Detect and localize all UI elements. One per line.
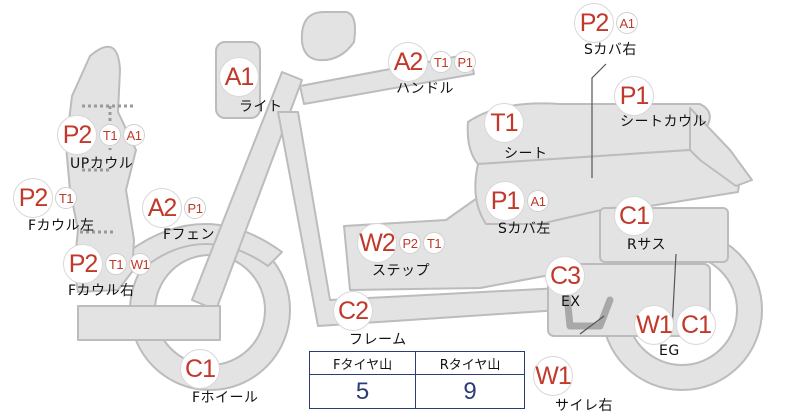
part-f-cowl-left-codes: P2 T1: [13, 178, 77, 218]
damage-code-badge: C1: [676, 305, 716, 345]
damage-code-badge: P1: [184, 197, 206, 219]
part-seat-codes: T1: [484, 103, 524, 143]
damage-code-badge: P1: [485, 181, 525, 221]
exhaust-leader: [579, 315, 605, 335]
part-handle-label: ハンドル: [396, 81, 454, 97]
damage-code-badge: C1: [180, 349, 220, 389]
mirror-shape: [300, 11, 356, 62]
part-light-label: ライト: [239, 99, 283, 115]
damage-code-badge: A1: [219, 57, 259, 97]
damage-code-badge: P2: [574, 3, 614, 43]
damage-code-badge: C3: [545, 256, 585, 296]
damage-code-badge: C2: [333, 291, 373, 331]
part-s-cover-right-label: Sカバ右: [584, 42, 637, 58]
front-lower-cowl-shape: [77, 305, 221, 341]
part-up-cowl-label: UPカウル: [70, 156, 134, 172]
damage-code-badge: P2: [57, 115, 97, 155]
damage-code-badge: P1: [454, 51, 476, 73]
part-f-cowl-right-label: Fカウル右: [68, 283, 135, 299]
part-seat-label: シート: [504, 146, 548, 162]
part-r-suspension-codes: C1: [614, 196, 654, 236]
seat-cowl-shape: [689, 107, 753, 187]
part-silencer-right-codes: W1: [533, 356, 573, 396]
part-step-codes: W2 P2 T1: [357, 223, 445, 263]
part-s-cover-left-codes: P1 A1: [485, 181, 549, 221]
part-s-cover-right-codes: P2 A1: [574, 3, 638, 43]
part-f-cowl-left-label: Fカウル左: [28, 218, 95, 234]
part-exhaust-codes: C3: [545, 256, 585, 296]
damage-code-badge: T1: [430, 51, 452, 73]
part-handle-codes: A2 T1 P1: [388, 42, 476, 82]
part-r-suspension-label: Rサス: [627, 237, 666, 253]
damage-code-badge: P2: [399, 232, 421, 254]
damage-code-badge: T1: [99, 124, 121, 146]
damage-code-badge: W1: [129, 253, 151, 275]
part-seat-cowl-codes: P1: [614, 76, 654, 116]
front-tire-tread-header: Fタイヤ山: [308, 351, 417, 375]
part-f-wheel-label: Fホイール: [192, 390, 259, 406]
damage-code-badge: T1: [105, 253, 127, 275]
damage-code-badge: W1: [634, 305, 674, 345]
damage-code-badge: P2: [13, 178, 53, 218]
s-cover-right-leader: [591, 63, 607, 178]
damage-code-badge: A1: [123, 124, 145, 146]
part-light-codes: A1: [219, 57, 259, 97]
tire-tread-table: Fタイヤ山 Rタイヤ山 5 9: [308, 351, 525, 409]
part-f-fender-label: Fフェン: [163, 227, 216, 243]
damage-code-badge: A1: [616, 12, 638, 34]
part-step-label: ステップ: [372, 263, 430, 279]
rear-tire-tread-header: Rタイヤ山: [415, 351, 525, 375]
exhaust-pipe: [562, 282, 614, 330]
front-tire-tread-value: 5: [308, 374, 417, 409]
damage-code-badge: T1: [423, 232, 445, 254]
part-up-cowl-codes: P2 T1 A1: [57, 115, 145, 155]
damage-code-badge: W1: [533, 356, 573, 396]
part-s-cover-left-label: Sカバ左: [498, 221, 551, 237]
part-f-wheel-codes: C1: [180, 349, 220, 389]
part-frame-codes: C2: [333, 291, 373, 331]
part-silencer-right-label: サイレ右: [555, 398, 613, 414]
part-engine-codes: W1 C1: [634, 305, 716, 345]
damage-code-badge: T1: [484, 103, 524, 143]
damage-code-badge: T1: [55, 187, 77, 209]
damage-code-badge: C1: [614, 196, 654, 236]
damage-code-badge: P2: [63, 244, 103, 284]
damage-code-badge: A2: [388, 42, 428, 82]
part-seat-cowl-label: シートカウル: [620, 114, 707, 130]
damage-code-badge: A2: [142, 188, 182, 228]
damage-code-badge: W2: [357, 223, 397, 263]
part-f-fender-codes: A2 P1: [142, 188, 206, 228]
part-frame-label: フレーム: [349, 332, 407, 348]
rear-tire-tread-value: 9: [415, 374, 525, 409]
damage-code-badge: A1: [527, 190, 549, 212]
part-engine-label: EG: [659, 343, 680, 359]
part-exhaust-label: EX: [561, 294, 581, 310]
damage-code-badge: P1: [614, 76, 654, 116]
part-f-cowl-right-codes: P2 T1 W1: [63, 244, 151, 284]
